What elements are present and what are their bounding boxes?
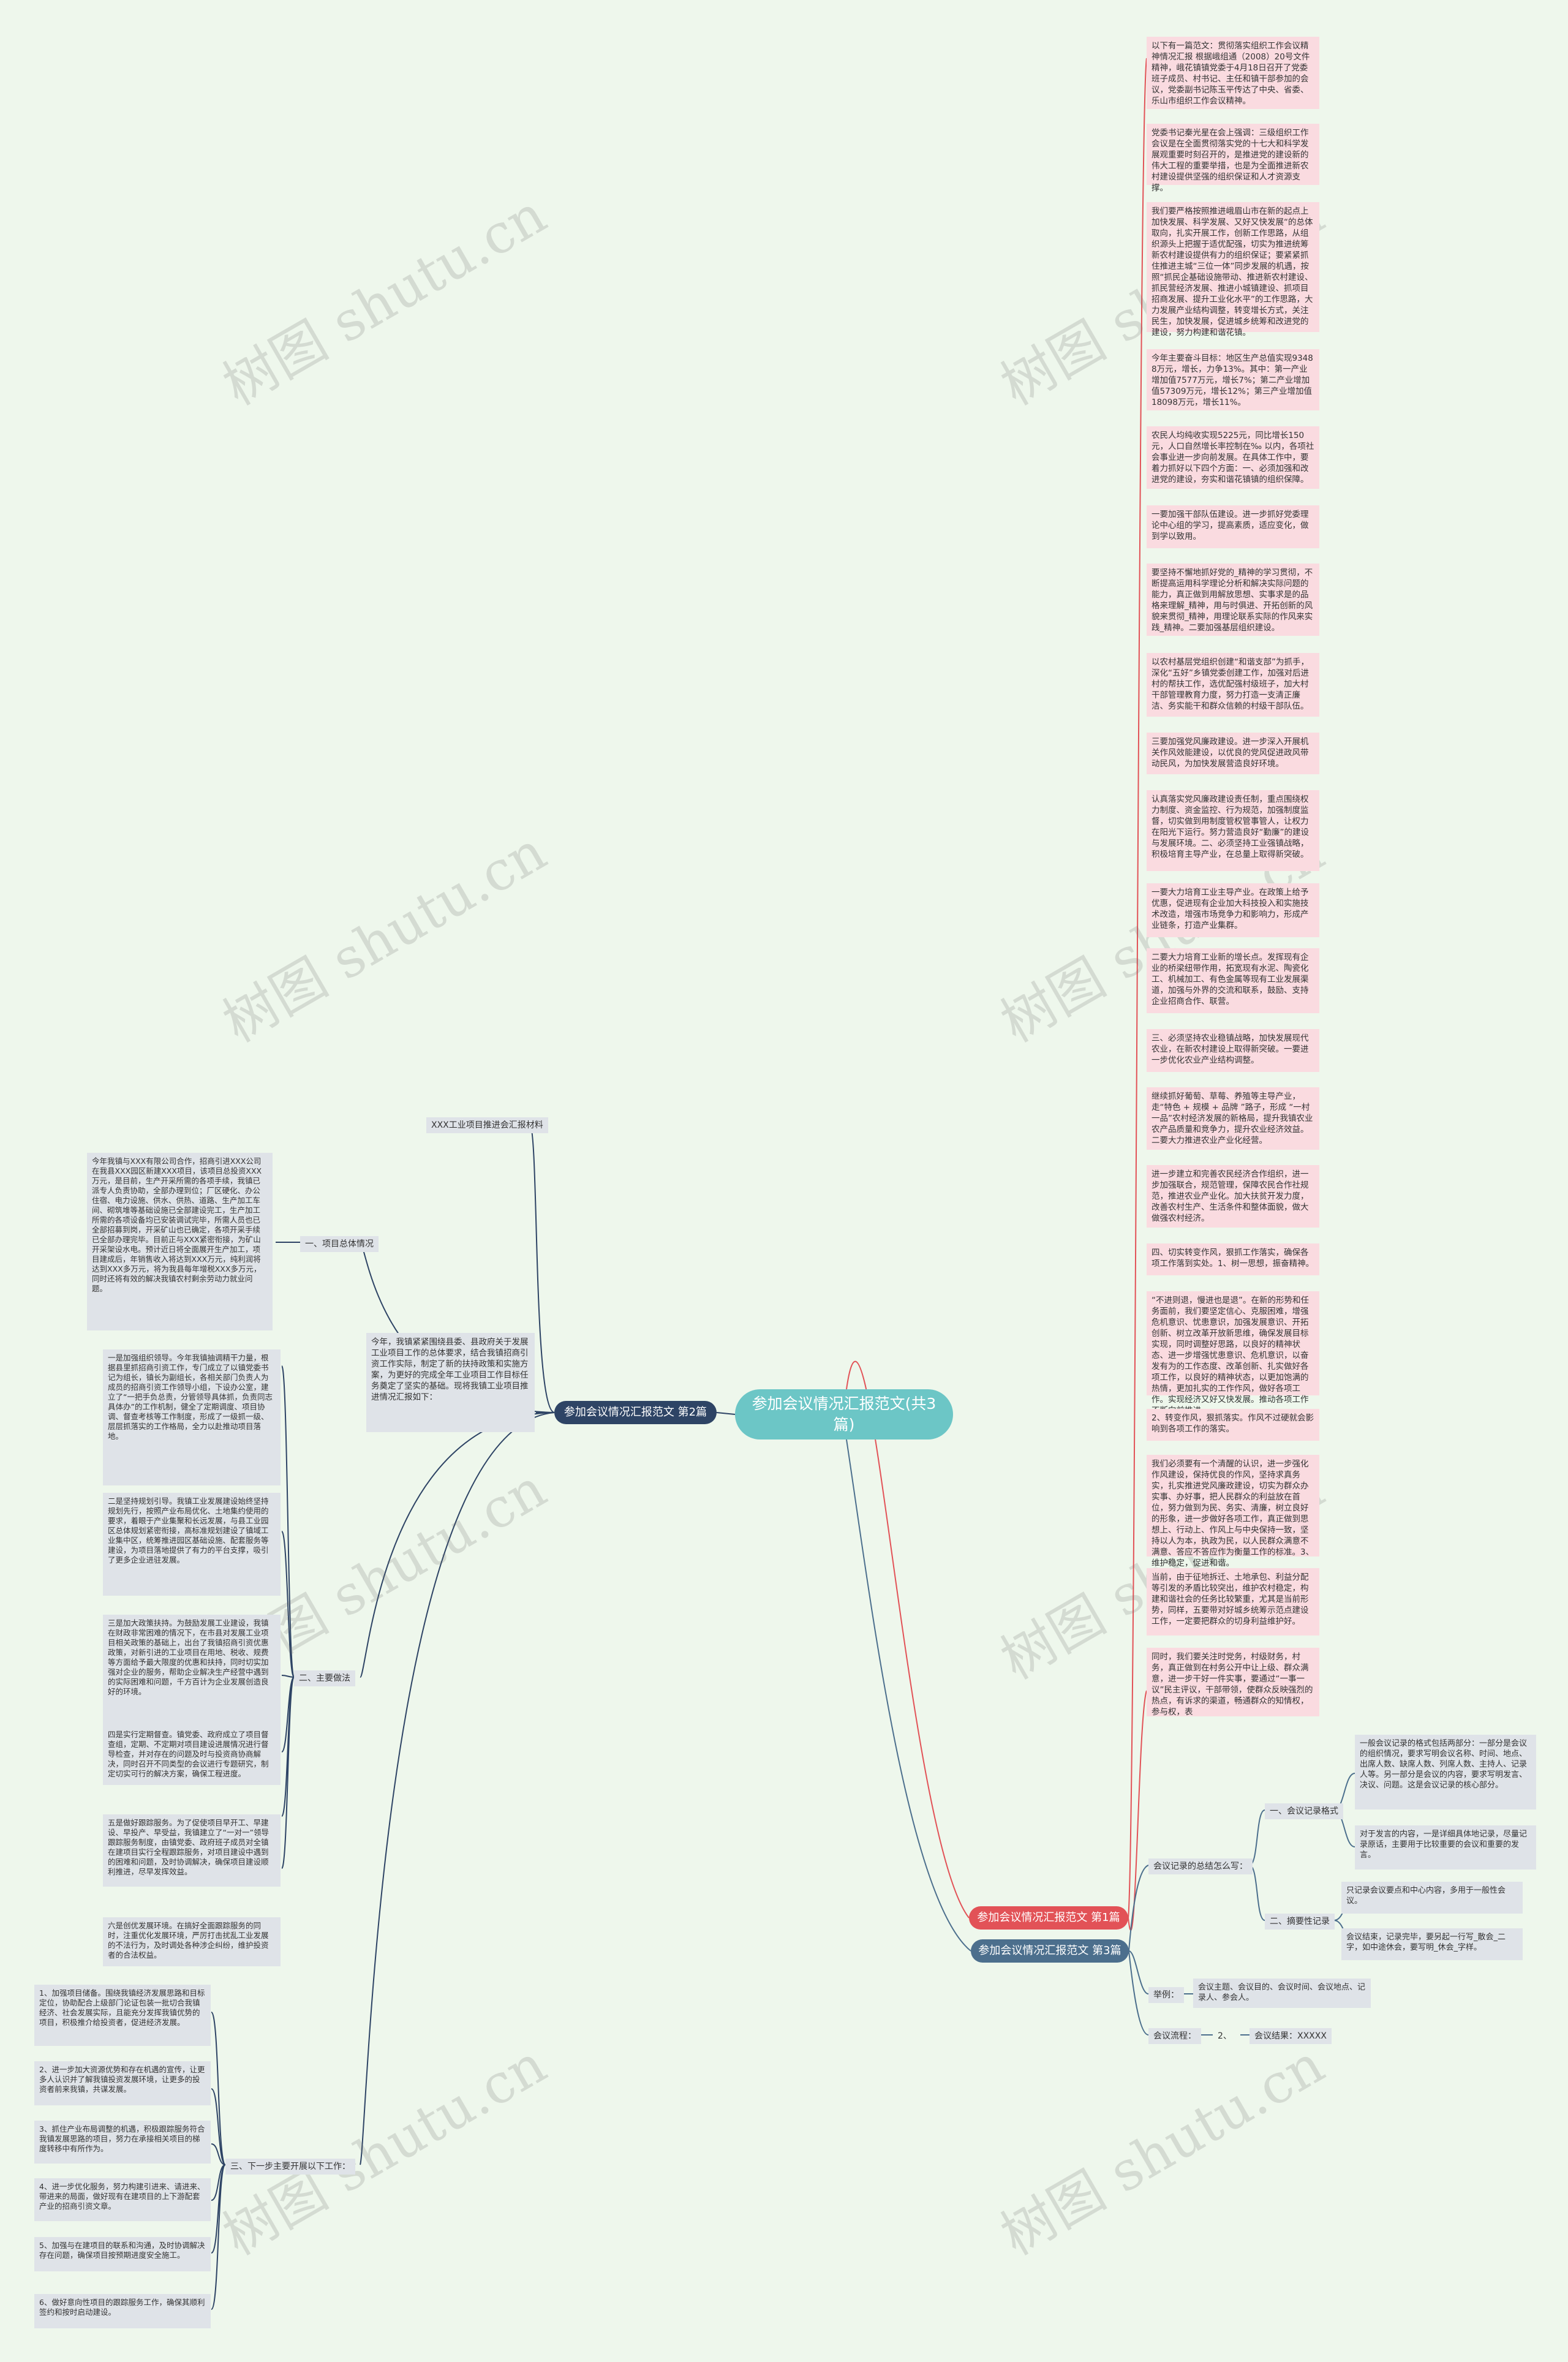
p2-s2-item[interactable]: 一是加强组织领导。今年我镇抽调精干力量，根据县里抓招商引资工作，专门成立了以镇党…: [103, 1349, 281, 1485]
p1-leaf[interactable]: “不进则退，慢进也是退”。在新的形势和任务面前，我们要坚定信心、克服困难，增强危…: [1147, 1291, 1319, 1416]
p1-leaf[interactable]: 当前，由于征地拆迁、土地承包、利益分配等引发的矛盾比较突出，维护农村稳定，构建和…: [1147, 1568, 1319, 1636]
central-topic[interactable]: 参加会议情况汇报范文(共3篇): [735, 1389, 953, 1439]
p1-leaf[interactable]: 以农村基层党组织创建“和谐支部”为抓手，深化“五好”乡镇党委创建工作，加强对后进…: [1147, 653, 1319, 717]
p2-section-2[interactable]: 二、主要做法: [294, 1670, 355, 1686]
edge-b2-title: [529, 1123, 555, 1413]
p1-leaf[interactable]: 党委书记秦光星在会上强调：三级组织工作会议是在全面贯彻落实党的十七大和科学发展观…: [1147, 124, 1319, 193]
p1-leaf[interactable]: 要坚持不懈地抓好党的_精神的学习贯彻，不断提高运用科学理论分析和解决实际问题的能…: [1147, 564, 1319, 636]
p3-format-item[interactable]: 对于发言的内容，一是详细具体地记录，尽量记录原话，主要用于比较重要的会议和重要的…: [1355, 1825, 1536, 1870]
edge-center-b3: [846, 1439, 971, 1952]
p2-s2-item[interactable]: 六是创优发展环境。在搞好全面跟踪服务的同时，注重优化发展环境，严厉打击扰乱工业发…: [103, 1917, 281, 1966]
p1-leaf[interactable]: 农民人均纯收实现5225元，同比增长150元，人口自然增长率控制在‰ 以内，各项…: [1147, 426, 1319, 489]
p1-leaf[interactable]: 一要加强干部队伍建设。进一步抓好党委理论中心组的学习，提高素质，适应变化，做到学…: [1147, 505, 1319, 548]
p2-intro[interactable]: 今年，我镇紧紧围绕县委、县政府关于发展工业项目工作的总体要求，结合我镇招商引资工…: [366, 1333, 535, 1432]
p3-abstract-item[interactable]: 只记录会议要点和中心内容，多用于一般性会议。: [1341, 1882, 1523, 1914]
p2-s3-item[interactable]: 5、加强与在建项目的联系和沟通，及时协调解决存在问题，确保项目按预期进度安全施工…: [34, 2237, 211, 2271]
p1-leaf[interactable]: 三、必须坚持农业稳镇战略，加快发展现代农业，在新农村建设上取得新突破。一要进一步…: [1147, 1029, 1319, 1072]
p2-s2-item[interactable]: 四是实行定期督查。镇党委、政府成立了项目督查组，定期、不定期对项目建设进展情况进…: [103, 1726, 281, 1785]
p1-leaf[interactable]: 一要大力培育工业主导产业。在政策上给予优惠，促进现有企业加大科技投入和实施技术改…: [1147, 883, 1319, 937]
p1-leaf[interactable]: 2、转变作风，狠抓落实。作风不过硬就会影响到各项工作的落实。: [1147, 1409, 1319, 1441]
p2-s2-item[interactable]: 二是坚持规划引导。我镇工业发展建设始终坚持规划先行，按照产业布局优化、土地集约使…: [103, 1493, 281, 1596]
p3-flow-number: 2、: [1218, 2031, 1232, 2041]
edge-center-b2: [716, 1412, 736, 1415]
branch-part-3[interactable]: 参加会议情况汇报范文 第3篇: [971, 1939, 1129, 1963]
edge-b2-s3: [360, 1412, 555, 2165]
p1-leaf[interactable]: 二要大力培育工业新的增长点。发挥现有企业的桥梁纽带作用，拓宽现有水泥、陶瓷化工、…: [1147, 948, 1319, 1013]
p2-title[interactable]: XXX工业项目推进会汇报材料: [426, 1117, 548, 1133]
p2-s3-item[interactable]: 2、进一步加大资源优势和存在机遇的宣传，让更多人认识并了解我镇投资发展环境，让更…: [34, 2061, 211, 2105]
edge-center-b1: [846, 1361, 970, 1919]
p1-leaf[interactable]: 继续抓好葡萄、草莓、养殖等主导产业，走“特色 + 规模 + 品牌 ”路子，形成 …: [1147, 1087, 1319, 1150]
p3-flow-result[interactable]: 会议结果：XXXXX: [1250, 2028, 1332, 2044]
p2-s2-item[interactable]: 三是加大政策扶持。为鼓励发展工业建设，我镇在财政非常困难的情况下，在市县对发展工…: [103, 1615, 281, 1737]
branch-part-1[interactable]: 参加会议情况汇报范文 第1篇: [969, 1906, 1128, 1930]
p3-abstract-label[interactable]: 二、摘要性记录: [1265, 1914, 1335, 1930]
p1-leaf[interactable]: 进一步建立和完善农民经济合作组织，进一步加强联合，规范管理，保障农民合作社规范，…: [1147, 1165, 1319, 1228]
p2-s3-item[interactable]: 6、做好意向性项目的跟踪服务工作，确保其顺利签约和按时启动建设。: [34, 2294, 211, 2328]
p2-s1-text[interactable]: 今年我镇与XXX有限公司合作，招商引进XXX公司在我县XXX园区新建XXX项目，…: [87, 1153, 273, 1330]
edge-b1-bracket: [1128, 58, 1147, 1919]
p1-leaf[interactable]: 今年主要奋斗目标：地区生产总值实现93488万元，增长，力争13%。其中：第一产…: [1147, 349, 1319, 410]
p1-leaf[interactable]: 我们要严格按照推进峨眉山市在新的起点上加快发展、科学发展、又好又快发展“的总体取…: [1147, 202, 1319, 338]
p1-leaf[interactable]: 四、切实转变作风，狠抓工作落实，确保各项工作落到实处。1、树一思想，振奋精神。: [1147, 1243, 1319, 1275]
p3-example-label[interactable]: 举例：: [1148, 1987, 1184, 2003]
p2-section-3[interactable]: 三、下一步主要开展以下工作：: [225, 2159, 355, 2175]
p1-leaf[interactable]: 认真落实党风廉政建设责任制，重点围绕权力制度、资金监控、行为规范，加强制度监督，…: [1147, 790, 1319, 871]
p3-example-text[interactable]: 会议主题、会议目的、会议时间、会议地点、记录人、参会人。: [1193, 1979, 1371, 2008]
p3-format-label[interactable]: 一、会议记录格式: [1265, 1803, 1343, 1819]
p3-format-item[interactable]: 一般会议记录的格式包括两部分：一部分是会议的组织情况，要求写明会议名称、时间、地…: [1355, 1735, 1536, 1809]
p2-section-1[interactable]: 一、项目总体情况: [300, 1236, 379, 1252]
p1-leaf[interactable]: 我们必须要有一个清醒的认识，进一步强化作风建设，保持优良的作风，坚持求真务实，扎…: [1147, 1455, 1319, 1568]
p3-flow-label[interactable]: 会议流程：: [1148, 2028, 1201, 2044]
p2-s3-item[interactable]: 4、进一步优化服务，努力构建引进来、请进来、带进来的局面，做好现有在建项目的上下…: [34, 2178, 211, 2221]
p3-abstract-item[interactable]: 会议结束，记录完毕，要另起一行写_散会_二字，如中途休会，要写明_休会_字样。: [1341, 1928, 1523, 1960]
p2-s2-item[interactable]: 五是做好跟踪服务。为了促使项目早开工、早建设、早投产、早受益，我镇建立了“一对一…: [103, 1814, 281, 1887]
p1-leaf[interactable]: 以下有一篇范文：贯彻落实组织工作会议精神情况汇报 根据峨组通（2008）20号文…: [1147, 37, 1319, 109]
branch-part-2[interactable]: 参加会议情况汇报范文 第2篇: [554, 1401, 717, 1424]
p3-summary-label[interactable]: 会议记录的总结怎么写：: [1148, 1858, 1253, 1874]
p1-leaf[interactable]: 同时，我们要关注时党务，村级财务，村务，真正做到在村务公开中让上级、群众满意，进…: [1147, 1648, 1319, 1717]
p2-s3-item[interactable]: 1、加强项目储备。围绕我镇经济发展思路和目标定位，协助配合上级部门论证包装一批切…: [34, 1985, 211, 2046]
p2-s3-item[interactable]: 3、抓住产业布局调整的机遇，积极跟踪服务符合我镇发展思路的项目，努力在承接相关项…: [34, 2121, 211, 2164]
p1-leaf[interactable]: 三要加强党风廉政建设。进一步深入开展机关作风效能建设，以优良的党风促进政风带动民…: [1147, 733, 1319, 774]
edge-b2-s2: [360, 1412, 555, 1678]
